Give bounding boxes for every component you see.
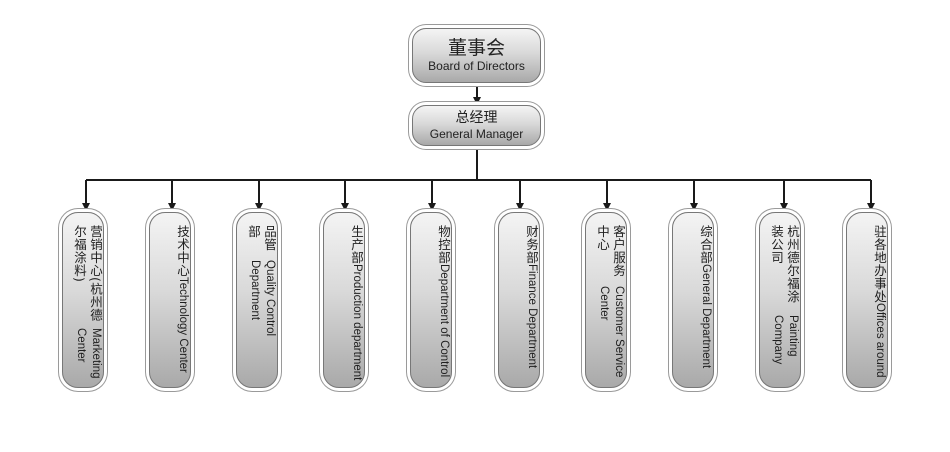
dept-cn-label: 技术中心 bbox=[175, 225, 190, 277]
dept-cn-label: 杭州德尔福涂装公司 bbox=[769, 225, 800, 303]
dept-en-label: Finance Department bbox=[526, 264, 538, 369]
dept-en-label: Quality Control Department bbox=[249, 260, 276, 337]
gm-en-label: General Manager bbox=[429, 126, 524, 141]
dept-box-quality-control: 品管部 Quality Control Department bbox=[236, 212, 278, 388]
dept-box-painting-company: 杭州德尔福涂装公司 Painting Company bbox=[759, 212, 801, 388]
general-manager-box: 总经理 General Manager bbox=[412, 105, 541, 146]
dept-en-label: Offices around bbox=[874, 303, 886, 378]
dept-box-material-control: 物控部 Department of Control bbox=[410, 212, 452, 388]
dept-cn-label: 品管部 bbox=[246, 225, 277, 251]
dept-box-marketing: 营销中心(杭州德尔福涂料) Marketing Center bbox=[62, 212, 104, 388]
dept-box-offices: 驻各地办事处 Offices around bbox=[846, 212, 888, 388]
dept-cn-label: 营销中心(杭州德尔福涂料) bbox=[72, 225, 103, 322]
dept-cn-label: 生产部 bbox=[349, 225, 364, 264]
dept-box-finance: 财务部 Finance Department bbox=[498, 212, 540, 388]
dept-en-label: Customer Service Center bbox=[598, 286, 625, 378]
dept-en-label: General Department bbox=[700, 264, 712, 369]
dept-en-label: Marketing Center bbox=[75, 327, 102, 379]
dept-en-label: Painting Company bbox=[772, 314, 799, 365]
dept-en-label: Technology Center bbox=[177, 277, 189, 373]
dept-cn-label: 物控部 bbox=[436, 225, 451, 264]
dept-cn-label: 综合部 bbox=[698, 225, 713, 264]
dept-en-label: Department of Control bbox=[438, 264, 450, 378]
dept-cn-label: 财务部 bbox=[524, 225, 539, 264]
board-en-label: Board of Directors bbox=[428, 59, 525, 73]
gm-cn-label: 总经理 bbox=[455, 109, 498, 126]
board-of-directors-box: 董事会 Board of Directors bbox=[412, 28, 541, 83]
dept-box-technology: 技术中心 Technology Center bbox=[149, 212, 191, 388]
dept-box-customer-service: 客户服务中心 Customer Service Center bbox=[585, 212, 627, 388]
dept-box-production: 生产部 Production department bbox=[323, 212, 365, 388]
dept-cn-label: 客户服务中心 bbox=[595, 225, 626, 277]
dept-box-general: 综合部 General Department bbox=[672, 212, 714, 388]
board-cn-label: 董事会 bbox=[447, 37, 505, 59]
dept-cn-label: 驻各地办事处 bbox=[872, 225, 887, 303]
dept-en-label: Production department bbox=[351, 264, 363, 381]
